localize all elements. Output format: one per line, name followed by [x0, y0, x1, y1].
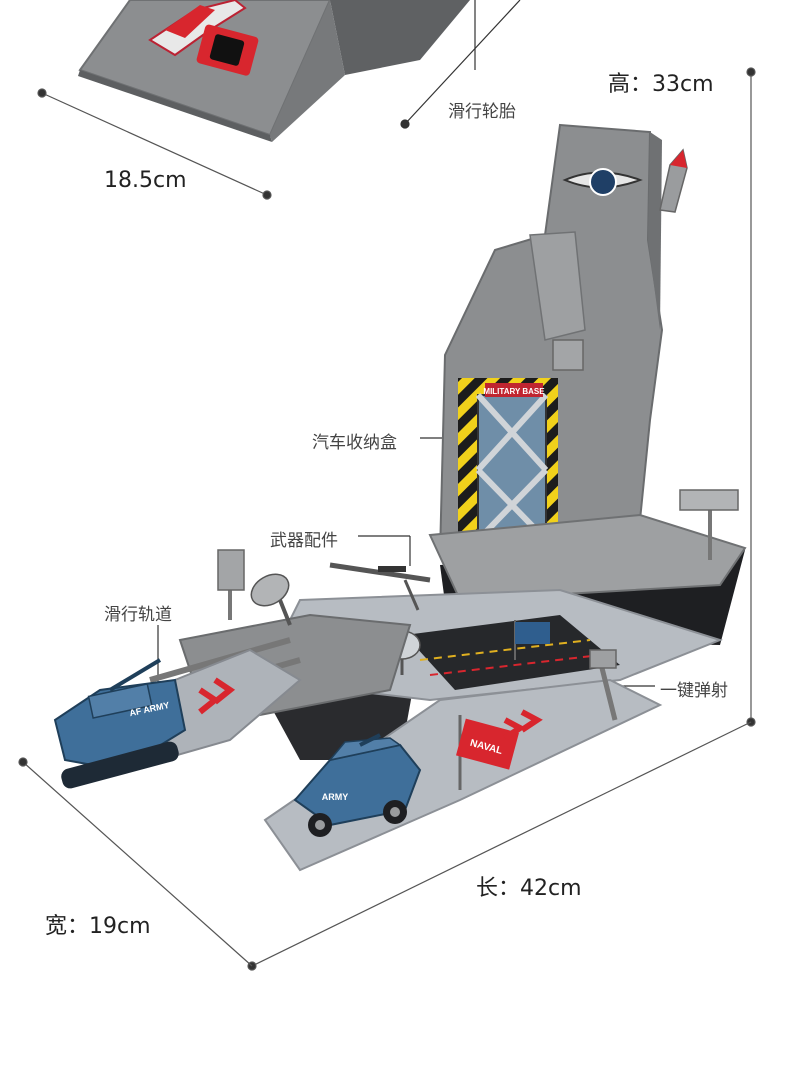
deck-flag — [514, 620, 550, 660]
army-car-vehicle: ARMY — [293, 733, 422, 837]
runway — [405, 615, 620, 690]
launcher-post — [589, 649, 618, 721]
jet-decal — [148, 0, 247, 57]
rifle-accessory — [329, 562, 431, 611]
weapon-parts-callout: 武器配件 — [270, 531, 338, 551]
dimension-lines — [18, 67, 756, 971]
front-ramp: NAVAL — [263, 649, 663, 872]
naval-flag: NAVAL — [456, 715, 519, 790]
military-base-sign: MILITARY BASE — [483, 387, 545, 396]
slide-track-callout: 滑行轨道 — [104, 605, 172, 625]
light-post — [679, 489, 739, 560]
car-storage-callout: 汽车收纳盒 — [312, 433, 397, 453]
number-decal — [196, 24, 259, 76]
length-dimension-label: 长：42cm — [476, 876, 582, 901]
tank-vehicle: AF ARMY — [53, 658, 187, 789]
car-decal: ARMY — [322, 792, 349, 802]
upper-deck — [428, 489, 747, 602]
one-key-launch-callout: 一键弹射 — [660, 681, 728, 701]
top-width-dimension-label: 18.5cm — [104, 168, 187, 193]
missile — [659, 148, 688, 213]
sign-post — [217, 549, 245, 620]
satellite-dish — [250, 573, 292, 626]
width-dimension-label: 宽：19cm — [45, 914, 151, 939]
wheels-callout: 滑行轮胎 — [448, 102, 516, 122]
army-wings-badge — [562, 168, 643, 196]
height-dimension-label: 高：33cm — [608, 72, 714, 97]
top-ramp-piece — [78, 0, 470, 142]
